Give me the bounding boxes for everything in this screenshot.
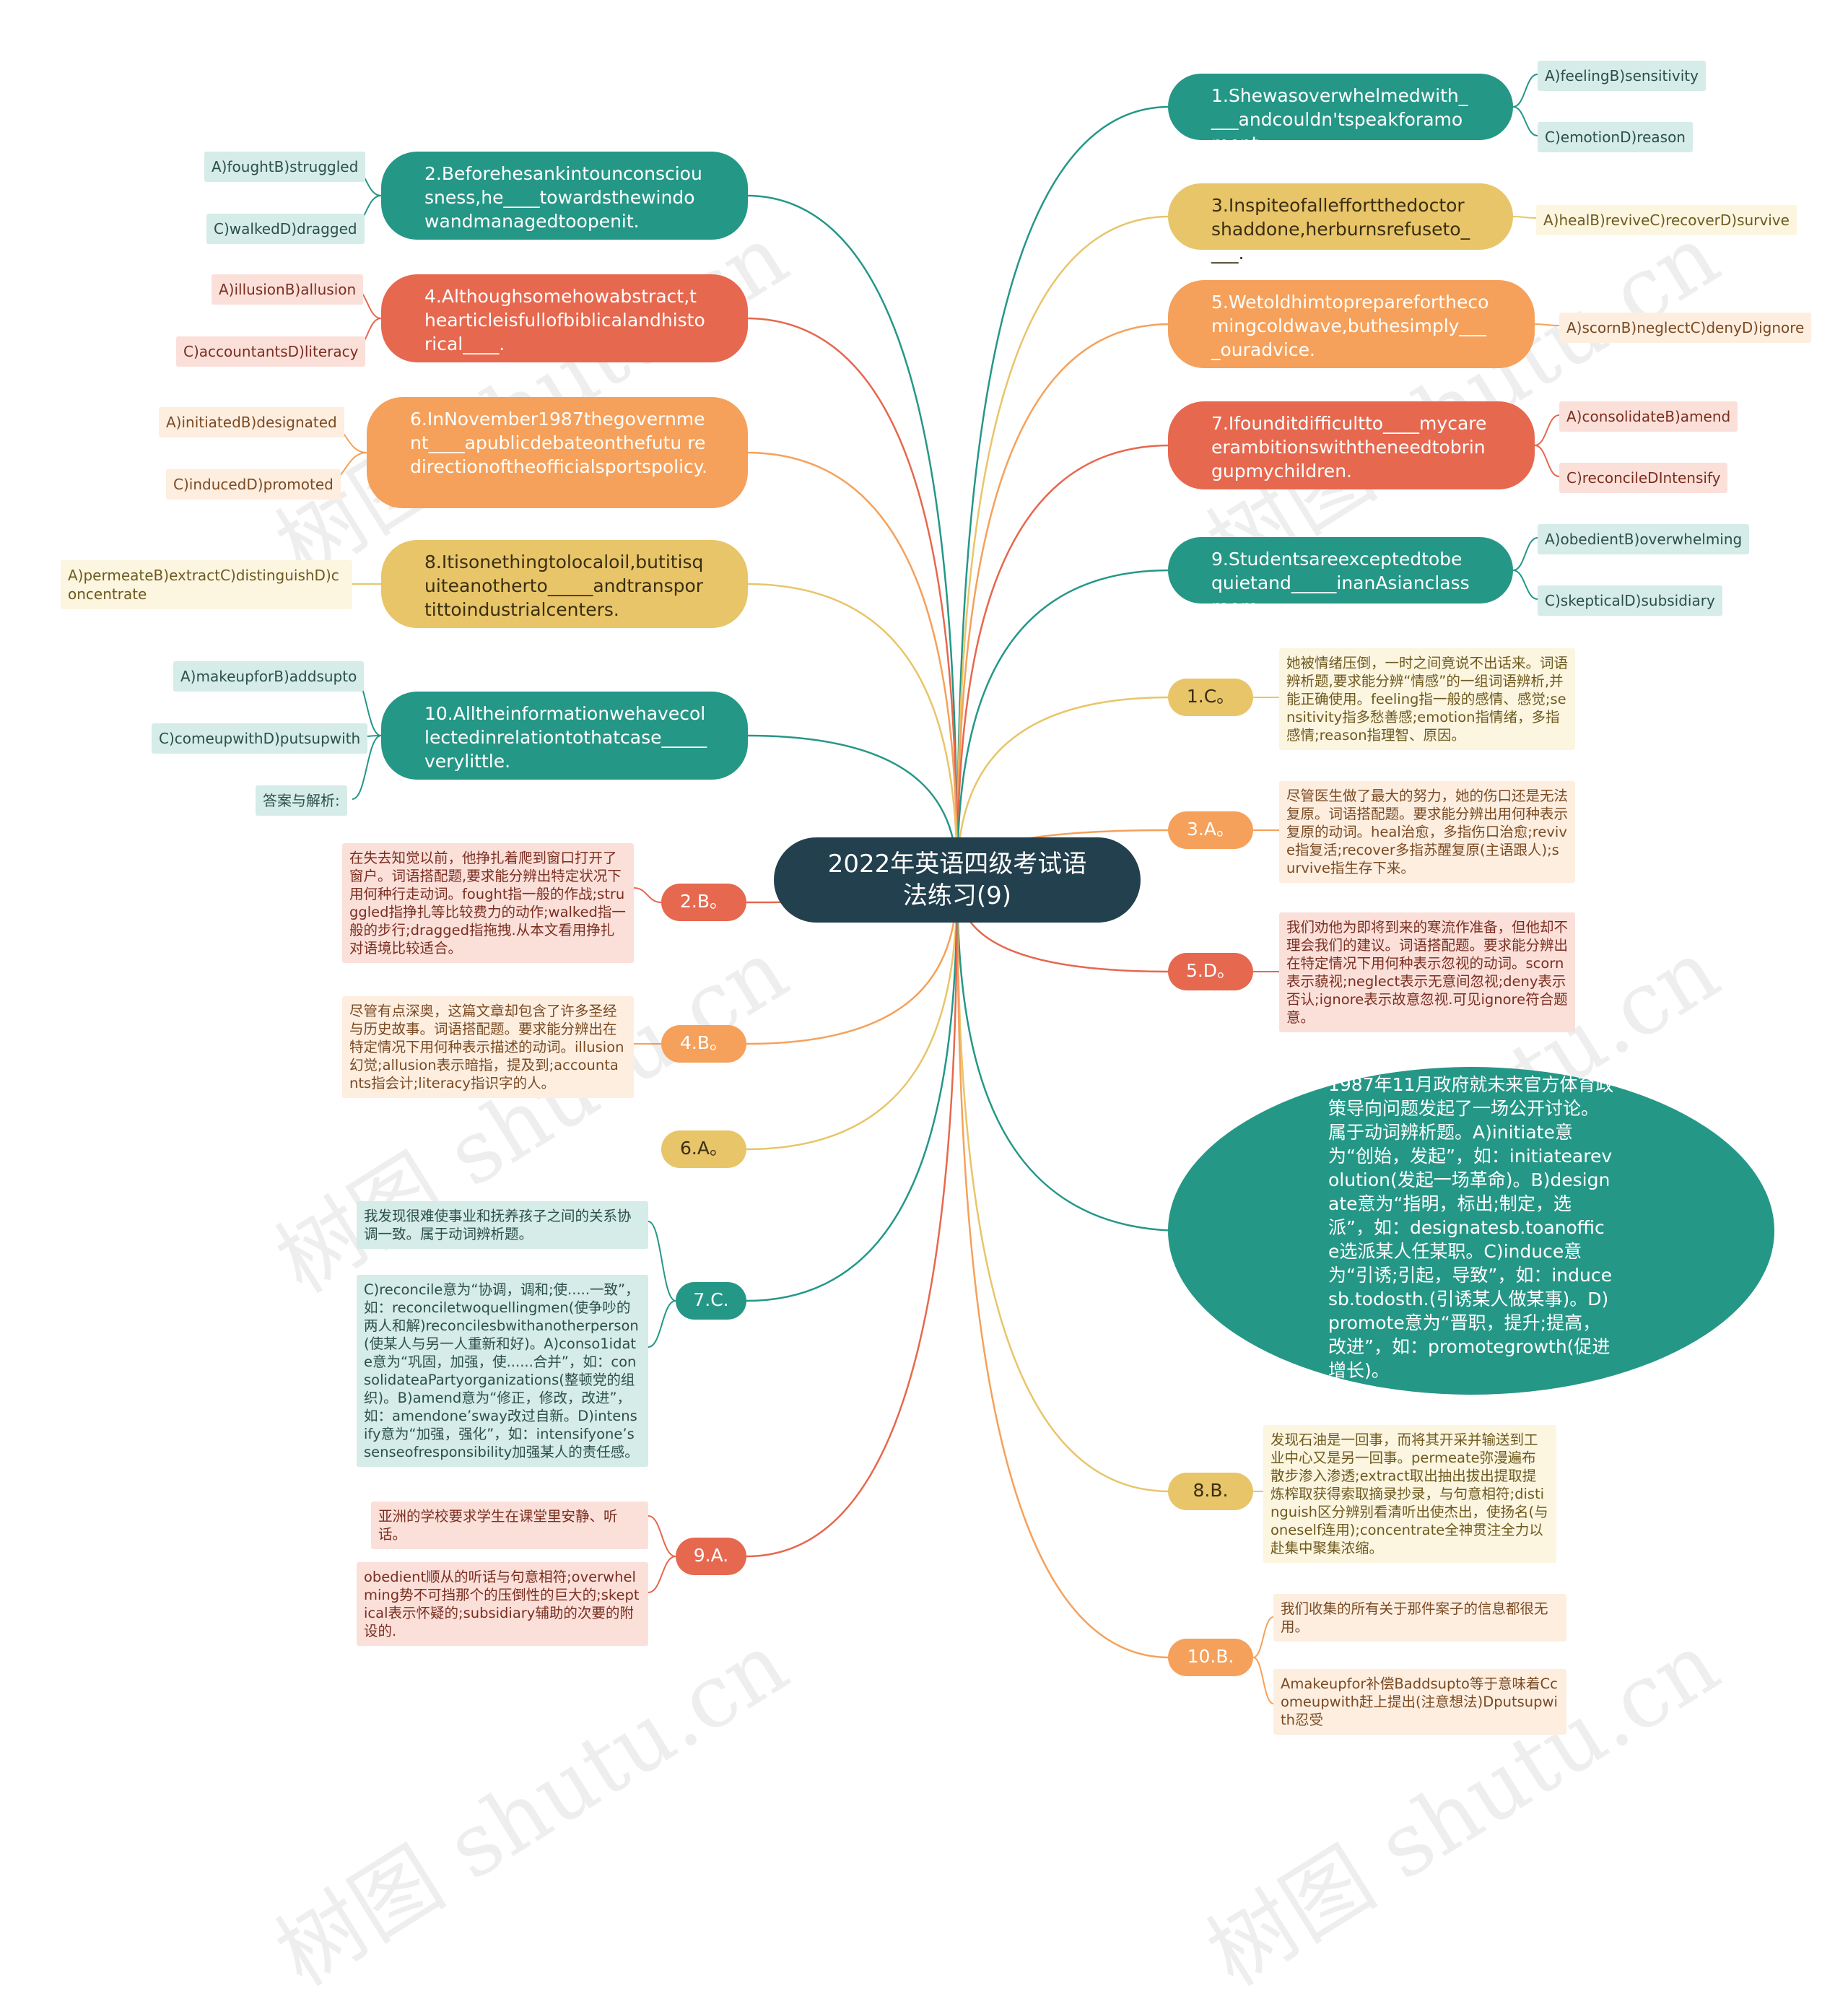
question-7[interactable]: 7.Ifounditdifficultto____mycareerambitio… [1168,401,1535,489]
note-9a: 亚洲的学校要求学生在课堂里安静、听话。 [371,1502,648,1549]
connector-left-0 [746,194,959,881]
connector-left-9 [746,879,959,1558]
option-q2-cd: C)walkedD)dragged [206,214,365,244]
answer-8[interactable]: 8.B. [1168,1473,1253,1510]
question-10[interactable]: 10.Alltheinformationwehavecollectedinrel… [381,692,748,780]
connector-option-right-13 [1252,1657,1274,1704]
note-1: 她被情绪压倒，一时之间竟说不出话来。词语辨析题,要求能分辨“情感”的一组词语辨析… [1279,648,1575,750]
option-q9-cd: C)skepticalD)subsidiary [1538,585,1722,616]
connector-left-7 [746,879,959,1151]
option-q1-cd: C)emotionD)reason [1538,122,1693,152]
connector-right-8 [956,879,1185,1232]
question-4[interactable]: 4.Althoughsomehowabstract,thearticleisfu… [381,274,748,362]
connector-option-right-3 [1534,323,1560,326]
option-q8: A)permeateB)extractC)distinguishD)concen… [61,560,352,609]
option-q7-ab: A)consolidateB)amend [1559,401,1738,432]
connector-option-left-9 [352,735,382,800]
connector-option-right-5 [1534,445,1560,477]
answer-9[interactable]: 9.A. [676,1538,746,1575]
connector-right-3 [956,444,1170,881]
question-2[interactable]: 2.Beforehesankintounconsciousness,he____… [381,152,748,240]
connector-option-left-10 [633,887,662,903]
answer-4[interactable]: 4.B。 [661,1025,746,1063]
connector-right-0 [956,105,1170,881]
option-q7-cd: C)reconcileDIntensify [1559,463,1728,493]
option-q10-cd: C)comeupwithD)putsupwith [152,723,368,754]
note-6: 1987年11月政府就未来官方体育政策导向问题发起了一场公开讨论。属于动词辨析题… [1168,1067,1774,1395]
question-1[interactable]: 1.Shewasoverwhelmedwith____andcouldn'tsp… [1168,74,1513,154]
connector-left-3 [746,583,959,881]
answer-6[interactable]: 6.A。 [661,1130,746,1168]
connector-option-left-12 [648,1221,676,1302]
connector-option-left-15 [648,1556,676,1593]
note-5: 我们劝他为即将到来的寒流作准备，但他却不理会我们的建议。词语搭配题。要求能分辨出… [1279,912,1575,1032]
answer-2[interactable]: 2.B。 [661,884,746,921]
note-6-text: 1987年11月政府就未来官方体育政策导向问题发起了一场公开讨论。属于动词辨析题… [1328,1074,1614,1381]
question-5[interactable]: 5.Wetoldhimtopreparefortheco mingcoldwav… [1168,280,1535,368]
connector-left-8 [746,879,959,1302]
note-3: 尽管医生做了最大的努力，她的伤口还是无法复原。词语搭配题。要求能分辨出用何种表示… [1279,781,1575,883]
note-9b: obedient顺从的听话与句意相符;overwhelming势不可挡那个的压倒… [357,1562,648,1646]
option-q1-ab: A)feelingB)sensitivity [1538,61,1706,91]
option-q10-ab: A)makeupforB)addsupto [173,661,365,692]
connector-right-1 [956,215,1170,881]
connector-left-2 [746,451,959,881]
answer-10[interactable]: 10.B. [1168,1639,1253,1676]
note-8: 发现石油是一回事，而将其开采并输送到工业中心又是另一回事。permeate弥漫遍… [1263,1425,1556,1563]
answer-7[interactable]: 7.C. [676,1282,746,1320]
option-q9-ab: A)obedientB)overwhelming [1538,524,1750,554]
connector-right-9 [956,879,1170,1493]
connector-option-right-2 [1512,216,1537,219]
answer-section-label: 答案与解析: [256,785,347,816]
option-q5: A)scornB)neglectC)denyD)ignore [1559,313,1812,343]
connector-option-right-7 [1512,570,1538,600]
connector-option-right-0 [1512,74,1538,108]
connector-right-4 [956,569,1170,881]
connector-option-right-1 [1512,106,1538,136]
note-7a: 我发现很难使事业和抚养孩子之间的关系协调一致。属于动词辨析题。 [357,1201,648,1249]
connector-right-10 [956,879,1170,1659]
option-q4-ab: A)illusionB)allusion [212,274,364,305]
connector-left-1 [746,317,959,881]
connector-option-right-6 [1512,537,1538,571]
connector-option-left-14 [648,1515,676,1557]
answer-5[interactable]: 5.D。 [1168,953,1253,990]
connector-option-right-12 [1252,1616,1274,1658]
note-4: 尽管有点深奥，这篇文章却包含了许多圣经与历史故事。词语搭配题。要求能分辨出在特定… [342,996,634,1098]
note-7b: C)reconcile意为“协调，调和;使.....一致”，如：reconcil… [357,1275,648,1467]
connector-right-2 [956,323,1170,881]
option-q3: A)healB)reviveC)recoverD)survive [1536,205,1797,235]
answer-1[interactable]: 1.C。 [1168,679,1253,716]
connector-option-right-4 [1534,414,1560,446]
question-8[interactable]: 8.Itisonethingtolocaloil,butitisquiteano… [381,540,748,628]
note-2: 在失去知觉以前，他挣扎着爬到窗口打开了窗户。词语搭配题,要求能分辨出特定状况下用… [342,843,634,963]
root-topic[interactable]: 2022年英语四级考试语法练习(9) [774,837,1141,923]
connector-option-left-13 [648,1300,676,1348]
option-q2-ab: A)foughtB)struggled [204,152,366,182]
question-9[interactable]: 9.Studentsareexceptedtobequietand_____in… [1168,537,1513,617]
option-q6-cd: C)inducedD)promoted [166,469,341,500]
note-10b: Amakeupfor补偿Baddsupto等于意味着Ccomeupwith赶上提… [1273,1669,1566,1735]
option-q6-ab: A)initiatedB)designated [159,407,344,437]
option-q4-cd: C)accountantsD)literacy [176,336,366,367]
question-6[interactable]: 6.InNovember1987thegovernment____apublic… [367,397,748,508]
answer-3[interactable]: 3.A。 [1168,811,1253,849]
question-3[interactable]: 3.Inspiteofalleffortthedoctorshaddone,he… [1168,183,1513,263]
note-10a: 我们收集的所有关于那件案子的信息都很无用。 [1273,1594,1566,1642]
